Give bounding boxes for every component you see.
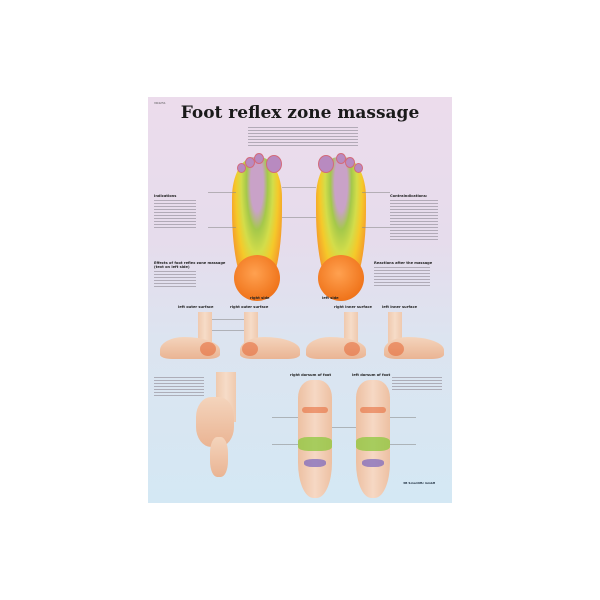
label-line [282, 217, 316, 218]
label-line [208, 192, 236, 193]
effects-subheading: (text on left side) [154, 265, 190, 269]
left-outer-label: left outer surface [178, 305, 214, 309]
reflex-zone [200, 342, 216, 356]
label-line [390, 444, 416, 445]
right-dorsum-label: right dorsum of foot [290, 373, 332, 377]
contraindications-text [390, 200, 438, 240]
left-big-toe [318, 155, 334, 173]
reflex-zone [298, 437, 332, 451]
right-inner-label: right inner surface [334, 305, 372, 309]
indications-text [154, 200, 196, 228]
dorsum-text [392, 377, 442, 391]
reflex-zone [388, 342, 404, 356]
left-dorsum-label: left dorsum of foot [352, 373, 391, 377]
left-heel [318, 255, 364, 301]
indications-heading: Indications [154, 194, 177, 198]
label-line [208, 227, 236, 228]
effects-text [154, 271, 196, 289]
label-line [212, 319, 244, 320]
intro-text [248, 127, 358, 147]
reflex-zone [344, 342, 360, 356]
poster-code: VR4251 [154, 101, 166, 105]
right-heel [234, 255, 280, 301]
massage-text [154, 377, 204, 397]
toe [254, 153, 264, 164]
toe [354, 163, 363, 173]
reflex-zone [356, 437, 390, 451]
left-inner-label: left inner surface [382, 305, 418, 309]
reactions-heading: Reactions after the massage [374, 261, 433, 265]
reflex-zone [304, 459, 326, 467]
left-side-label: left side [322, 296, 339, 300]
reflex-zone [302, 407, 328, 413]
right-side-label: right side [250, 296, 270, 300]
label-line [332, 427, 356, 428]
label-line [362, 192, 390, 193]
right-big-toe [266, 155, 282, 173]
label-line [212, 330, 244, 331]
toe [245, 157, 255, 168]
right-outer-label: right outer surface [230, 305, 269, 309]
label-line [390, 417, 416, 418]
anatomy-poster: VR4251 Foot reflex zone massage Indicati… [148, 97, 452, 503]
effects-heading: Effects of foot reflex zone massage [154, 261, 226, 265]
reactions-text [374, 267, 430, 287]
reflex-zone [242, 342, 258, 356]
label-line [282, 187, 316, 188]
label-line [272, 417, 298, 418]
reflex-zone [362, 459, 384, 467]
toe [237, 163, 246, 173]
label-line [272, 444, 298, 445]
poster-title: Foot reflex zone massage [180, 103, 420, 123]
contraindications-heading: Contraindications: [390, 194, 428, 198]
label-line [362, 227, 390, 228]
reflex-zone [360, 407, 386, 413]
toe [345, 157, 355, 168]
forearm [210, 437, 228, 477]
publisher-logo: 3B Scientific GmbH [403, 481, 436, 485]
